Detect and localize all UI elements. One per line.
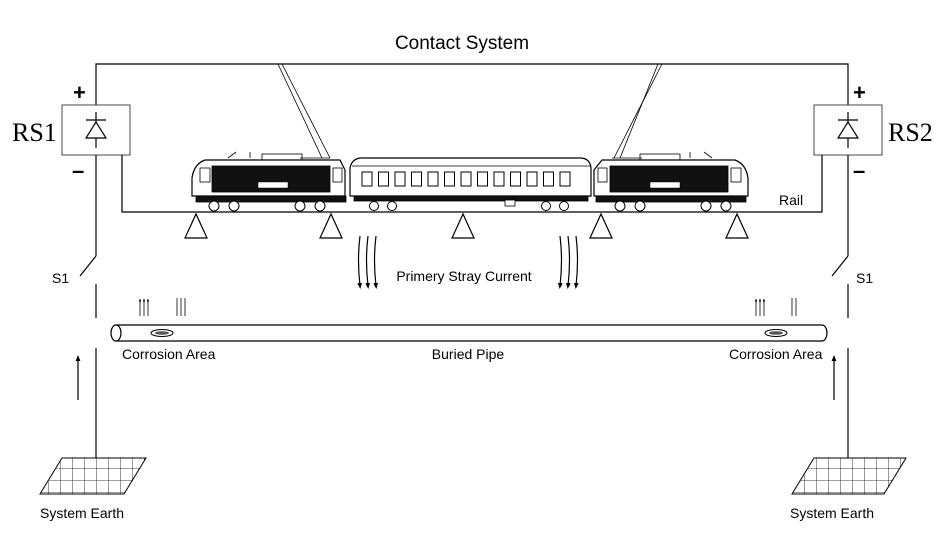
rail-label: Rail xyxy=(779,192,803,208)
rs2-label: RS2 xyxy=(888,118,933,147)
car-window xyxy=(543,171,554,187)
rectifier-rs1 xyxy=(61,104,131,156)
buried-pipe-label: Buried Pipe xyxy=(432,346,505,362)
car-window xyxy=(477,171,488,187)
system-earth-right-label: System Earth xyxy=(790,505,874,521)
passenger-car-icon xyxy=(349,157,592,211)
car-window xyxy=(394,171,406,187)
buried-pipe xyxy=(110,324,828,342)
corrosion-current-arrows-left xyxy=(138,298,186,316)
support-triangle-icon xyxy=(184,212,749,239)
diode-icon xyxy=(836,112,860,148)
car-window xyxy=(526,171,538,187)
pantograph-right xyxy=(612,63,663,159)
rs2-plus-sign: + xyxy=(853,80,866,105)
locomotive-icon xyxy=(191,151,347,212)
pantograph-left xyxy=(277,63,331,159)
corrosion-area-left-label: Corrosion Area xyxy=(122,346,216,362)
diode-icon xyxy=(84,112,108,148)
stray-current-arrows-icon xyxy=(357,235,579,289)
car-window xyxy=(411,171,422,187)
ground-grid-icon xyxy=(39,457,147,495)
rs1-minus-sign: – xyxy=(72,158,84,183)
switch-right-label: S1 xyxy=(856,270,873,286)
car-window xyxy=(493,171,505,187)
car-window xyxy=(427,171,439,187)
contact-system-wire xyxy=(95,63,849,105)
car-window xyxy=(444,171,455,187)
ground-grid-icon xyxy=(791,457,907,495)
stray-current-label: Primery Stray Current xyxy=(396,268,531,284)
car-window xyxy=(460,171,472,187)
right-earth-path xyxy=(831,155,849,458)
switch-icon xyxy=(831,255,849,277)
rs1-plus-sign: + xyxy=(73,80,86,105)
rail-line xyxy=(121,155,823,213)
left-earth-path xyxy=(79,155,97,458)
corrosion-spot-left xyxy=(150,329,174,337)
car-window xyxy=(559,171,571,187)
corrosion-current-arrows-right xyxy=(754,298,797,316)
switch-icon xyxy=(79,255,97,277)
car-window xyxy=(361,171,373,187)
car-window xyxy=(378,171,389,187)
contact-system-label: Contact System xyxy=(395,33,529,54)
rs2-minus-sign: – xyxy=(853,158,865,183)
rs1-label: RS1 xyxy=(12,118,57,147)
corrosion-spot-right xyxy=(764,329,788,337)
car-window xyxy=(510,171,521,187)
locomotive-icon xyxy=(593,151,749,212)
corrosion-area-right-label: Corrosion Area xyxy=(729,346,823,362)
system-earth-left-label: System Earth xyxy=(40,505,124,521)
switch-left-label: S1 xyxy=(52,270,69,286)
rectifier-rs2 xyxy=(813,104,883,156)
